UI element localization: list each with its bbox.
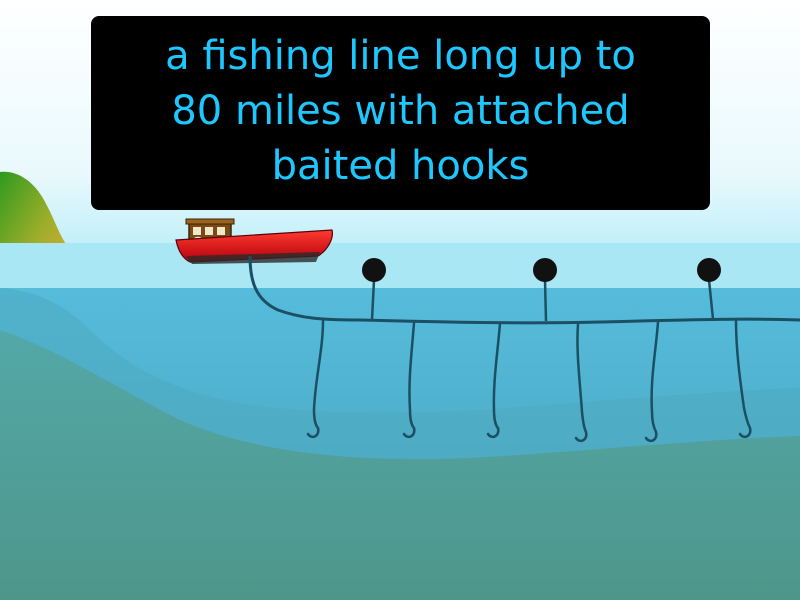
horizon-water bbox=[0, 243, 800, 290]
hook-icon bbox=[644, 320, 660, 443]
float-icon bbox=[697, 258, 721, 320]
caption-line: 80 miles with attached bbox=[171, 88, 630, 134]
deep-water bbox=[0, 330, 800, 600]
float-icon bbox=[362, 258, 386, 321]
boat-icon bbox=[175, 218, 333, 264]
hook-icon bbox=[306, 319, 325, 439]
caption-box: a fishing line long up to 80 miles with … bbox=[91, 16, 710, 210]
float-group bbox=[362, 258, 721, 322]
float-icon bbox=[533, 258, 557, 322]
hook-icon bbox=[574, 322, 588, 443]
caption-line: a fishing line long up to bbox=[165, 33, 636, 79]
hook-icon bbox=[402, 321, 416, 439]
hook-group bbox=[306, 319, 752, 443]
hook-icon bbox=[734, 319, 752, 439]
caption-line: baited hooks bbox=[271, 143, 530, 189]
hook-icon bbox=[486, 321, 502, 439]
longline bbox=[248, 255, 800, 325]
